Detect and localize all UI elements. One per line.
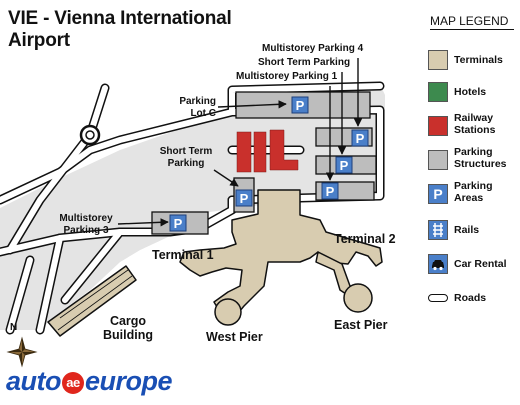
legend-label: Rails [454,224,480,236]
label-cargo-building: Cargo Building [103,314,153,342]
label-multistorey-parking-4: Multistorey Parking 4 [262,43,364,54]
parking-icon: P [235,189,253,207]
cargo-building-detail [57,269,133,331]
label-terminal-2: Terminal 2 [334,232,396,246]
rails-icon [428,220,448,240]
parking-icon: P [351,129,369,147]
legend-label: Roads [454,292,487,304]
parking-icon: P [291,96,309,114]
legend-label: Terminals [454,54,503,66]
label-east-pier: East Pier [334,318,388,332]
parking-icon: P [428,184,448,204]
label-terminal-1: Terminal 1 [152,248,214,262]
parking-icon: P [321,182,339,200]
svg-text:P: P [240,191,249,206]
svg-text:P: P [326,184,335,199]
hotel-swatch [428,82,448,102]
road-swatch [428,294,448,302]
map-title: VIE - Vienna International Airport [8,8,232,51]
leader-arrows [117,58,363,227]
label-parking-lot-c: Parking Lot C [179,96,216,119]
label-multistorey-parking-1: Multistorey Parking 1 [236,71,338,82]
compass-icon [6,336,38,368]
parking-markers: P P P P P P [169,96,369,232]
railway-swatch [428,116,448,136]
svg-text:P: P [340,158,349,173]
label-west-pier: West Pier [206,330,263,344]
svg-text:P: P [174,216,183,231]
legend-label: Parking Structures [454,146,507,170]
legend-label: Railway Stations [454,112,496,136]
terminal-swatch [428,50,448,70]
svg-text:P: P [296,98,305,113]
compass-north-label: N [10,322,18,333]
parking-icon: P [335,156,353,174]
west-pier [214,298,242,326]
terminals [47,189,383,337]
label-short-term-parking-left: Short Term Parking [159,146,213,169]
car-rental-icon [428,254,448,274]
east-pier [343,283,373,313]
parking-icon: P [169,214,187,232]
cargo-building [47,265,137,337]
legend-title: MAP LEGEND [430,14,514,30]
logo-badge: ae [62,372,84,394]
legend-label: Hotels [454,86,487,98]
parking-structure-swatch [428,150,448,170]
logo-text-europe: europe [85,366,173,396]
railway-stations [236,129,299,173]
svg-text:P: P [356,131,365,146]
legend-label: Parking Areas [454,180,493,204]
legend-label: Car Rental [454,258,507,270]
label-short-term-parking-top: Short Term Parking [258,57,351,68]
label-multistorey-parking-3: Multistorey Parking 3 [59,213,113,236]
logo-text-auto: auto [6,366,62,396]
